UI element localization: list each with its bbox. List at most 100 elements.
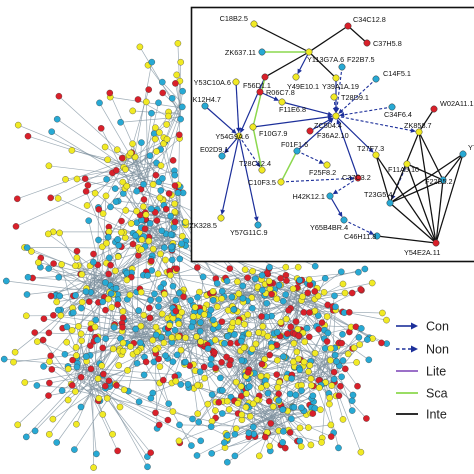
background-node bbox=[326, 400, 333, 408]
background-node bbox=[145, 237, 153, 245]
inset-node bbox=[332, 74, 340, 82]
background-node bbox=[300, 309, 308, 316]
background-node bbox=[296, 424, 304, 432]
background-node bbox=[122, 207, 130, 214]
background-node bbox=[171, 208, 179, 216]
inset-edge-interaction bbox=[406, 163, 441, 180]
background-node bbox=[138, 139, 145, 146]
background-node bbox=[165, 400, 172, 407]
background-node bbox=[209, 316, 217, 324]
background-node bbox=[146, 152, 154, 159]
inset-node bbox=[305, 48, 313, 56]
background-node bbox=[255, 329, 262, 336]
background-node bbox=[46, 379, 53, 387]
background-node bbox=[307, 441, 315, 449]
inset-node-label: Y74C bbox=[468, 143, 474, 152]
background-node bbox=[232, 425, 240, 432]
inset-edge-interaction bbox=[444, 153, 464, 178]
inset-node-label: ZC504.4 bbox=[314, 121, 342, 130]
background-node bbox=[224, 333, 231, 340]
background-edge bbox=[139, 221, 176, 320]
background-node bbox=[348, 397, 356, 405]
inset-node-label: Y49E10.1 bbox=[287, 82, 319, 91]
background-edge bbox=[50, 160, 129, 199]
inset-edge-non-confirmed bbox=[238, 135, 259, 165]
background-node bbox=[114, 301, 121, 308]
background-node bbox=[246, 383, 253, 390]
background-node bbox=[171, 218, 179, 226]
background-node bbox=[160, 376, 167, 384]
inset-edge-interaction bbox=[375, 154, 390, 201]
background-edge bbox=[120, 181, 153, 233]
inset-edge-arrowhead bbox=[318, 159, 325, 164]
inset-edges bbox=[204, 23, 464, 244]
inset-edge-arrowhead bbox=[339, 112, 345, 118]
background-node bbox=[357, 286, 364, 293]
inset-edge-non-confirmed bbox=[335, 177, 359, 193]
background-node bbox=[178, 308, 185, 316]
background-node bbox=[127, 343, 134, 350]
inset-edge-arrowhead bbox=[255, 161, 261, 168]
background-node bbox=[92, 316, 100, 324]
background-node bbox=[56, 229, 63, 237]
background-node bbox=[157, 284, 164, 291]
inset-edge-arrowhead bbox=[333, 107, 339, 113]
background-node bbox=[68, 327, 76, 334]
background-node bbox=[179, 232, 186, 240]
background-node bbox=[113, 167, 120, 174]
background-node bbox=[64, 396, 72, 404]
background-node bbox=[122, 166, 129, 173]
background-node bbox=[227, 339, 234, 347]
background-node bbox=[308, 382, 315, 389]
legend-label-non-confirmed: Non bbox=[426, 343, 449, 357]
legend-item-literature: Lite bbox=[396, 365, 446, 379]
background-node bbox=[118, 217, 125, 225]
inset-node-label: ZK858.7 bbox=[404, 121, 432, 130]
background-node bbox=[158, 310, 166, 318]
background-node bbox=[318, 439, 325, 446]
background-node bbox=[231, 331, 238, 338]
background-node bbox=[354, 382, 361, 390]
inset-node-label: F01F1.6 bbox=[281, 140, 308, 149]
background-edge bbox=[56, 292, 109, 303]
background-node bbox=[138, 246, 145, 253]
background-node bbox=[111, 185, 119, 192]
inset-node-label: ZK328.5 bbox=[189, 221, 217, 230]
background-node bbox=[142, 358, 150, 366]
background-node bbox=[46, 431, 53, 438]
background-edge bbox=[132, 134, 180, 157]
background-node bbox=[28, 248, 35, 255]
background-node bbox=[171, 182, 179, 189]
background-node bbox=[78, 337, 85, 345]
background-node bbox=[187, 297, 194, 304]
background-node bbox=[211, 349, 218, 356]
background-node bbox=[214, 303, 221, 310]
background-node bbox=[274, 357, 281, 364]
background-node bbox=[221, 439, 228, 446]
background-node bbox=[300, 358, 308, 366]
inset-edge-interaction bbox=[253, 23, 307, 52]
background-node bbox=[309, 392, 317, 399]
background-node bbox=[72, 388, 79, 395]
inset-node bbox=[277, 178, 285, 186]
background-node bbox=[331, 292, 338, 300]
background-node bbox=[169, 282, 177, 290]
background-node bbox=[231, 452, 239, 460]
background-node bbox=[267, 420, 275, 427]
background-node bbox=[364, 336, 371, 343]
background-edge bbox=[116, 170, 142, 184]
inset-node-label: F22B7.5 bbox=[347, 55, 375, 64]
background-node bbox=[45, 329, 53, 337]
background-node bbox=[230, 306, 237, 313]
background-node bbox=[162, 352, 169, 359]
background-node bbox=[346, 309, 353, 316]
inset-node bbox=[249, 123, 257, 131]
background-node bbox=[82, 288, 90, 295]
background-edge bbox=[224, 432, 282, 448]
background-node bbox=[212, 364, 219, 372]
background-node bbox=[282, 444, 289, 452]
background-node bbox=[326, 394, 333, 402]
background-node bbox=[162, 205, 170, 213]
background-node bbox=[65, 365, 72, 373]
